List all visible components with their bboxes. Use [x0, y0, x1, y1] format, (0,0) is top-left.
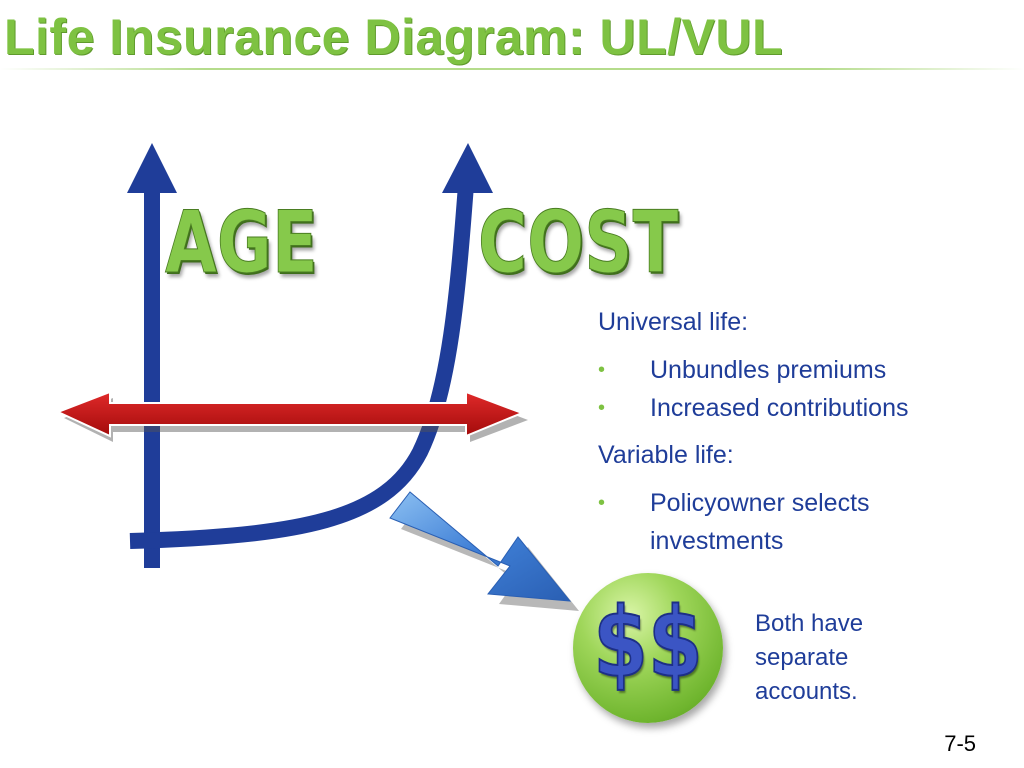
variable-life-bullets: • Policyowner selects investments — [598, 484, 998, 560]
slide-title: Life Insurance Diagram: UL/VUL — [4, 9, 784, 65]
cost-curve-arrow — [129, 143, 493, 549]
bullet-icon: • — [598, 492, 606, 514]
age-label: AGE — [165, 193, 319, 293]
separate-accounts-note: Both have separate accounts. — [755, 610, 864, 705]
universal-life-heading: Universal life: — [598, 308, 749, 336]
dollar-sign-text: $$ — [592, 587, 703, 699]
bullet-icon: • — [598, 397, 606, 419]
bullet-item: • Policyowner selects investments — [598, 484, 998, 560]
bullet-text: Policyowner selects investments — [650, 489, 870, 555]
cost-label: COST — [478, 193, 679, 293]
flexibility-double-arrow — [55, 390, 528, 442]
policy-descriptions: Universal life: • Unbundles premiums • I… — [598, 308, 998, 560]
dollar-coin-icon: $$ — [573, 573, 723, 723]
bullet-item: • Increased contributions — [598, 389, 998, 427]
bullet-icon: • — [598, 359, 606, 381]
separate-account-arrow — [389, 491, 579, 611]
bullet-item: • Unbundles premiums — [598, 351, 998, 389]
universal-life-bullets: • Unbundles premiums • Increased contrib… — [598, 351, 998, 427]
slide-number: 7-5 — [944, 731, 976, 756]
bullet-text: Increased contributions — [650, 394, 909, 422]
age-axis-arrow — [127, 143, 177, 568]
title-underline — [0, 68, 1024, 70]
variable-life-heading: Variable life: — [598, 441, 734, 469]
bullet-text: Unbundles premiums — [650, 356, 887, 384]
